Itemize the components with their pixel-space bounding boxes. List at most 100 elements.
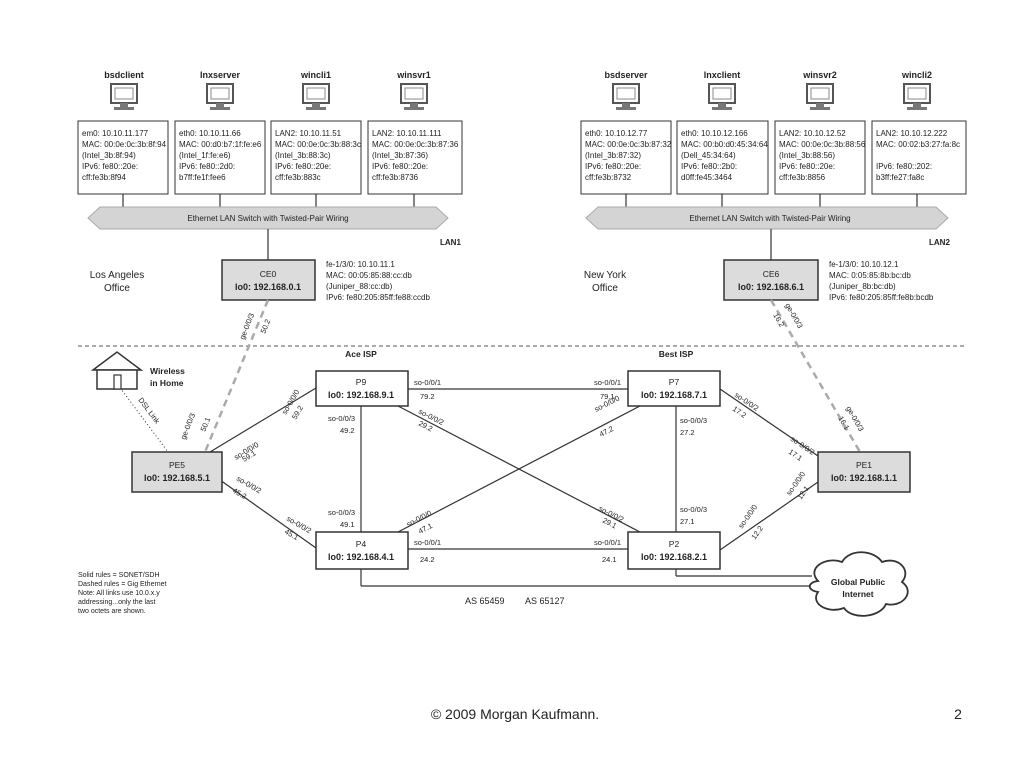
addr-label: 79.2 bbox=[420, 392, 435, 401]
ce-info-line: MAC: 0:05:85:8b:bc:db bbox=[829, 271, 911, 280]
host-line: MAC: 00:02:b3:27:fa:8c bbox=[876, 140, 960, 149]
if-label: so-0/0/3 bbox=[328, 414, 355, 423]
router-name: CE6 bbox=[763, 269, 780, 279]
if-label: so-0/0/3 bbox=[328, 508, 355, 517]
host-winsvr1: winsvr1 LAN2: 10.10.11.111 MAC: 00:0e:0c… bbox=[367, 70, 463, 207]
as-label-left: AS 65459 bbox=[465, 596, 505, 606]
router-loopback: lo0: 192.168.7.1 bbox=[641, 390, 707, 400]
host-wincli2: wincli2 LAN2: 10.10.12.222 MAC: 00:02:b3… bbox=[871, 70, 967, 207]
legend-line: Solid rules = SONET/SDH bbox=[78, 572, 160, 579]
lan-switch-bar bbox=[87, 206, 449, 230]
host-line: cff:fe3b:8856 bbox=[779, 173, 826, 182]
internet-label: Global Public bbox=[831, 577, 886, 587]
as-label-right: AS 65127 bbox=[525, 596, 565, 606]
host-name: wincli1 bbox=[300, 70, 331, 80]
router-name: P2 bbox=[669, 539, 680, 549]
host-line: LAN2: 10.10.12.222 bbox=[876, 129, 948, 138]
host-name: lnxclient bbox=[704, 70, 741, 80]
addr-label: 50.2 bbox=[259, 318, 273, 335]
router-loopback: lo0: 192.168.2.1 bbox=[641, 552, 707, 562]
switch-label: Ethernet LAN Switch with Twisted-Pair Wi… bbox=[187, 214, 348, 223]
dsl-label: DSL Link bbox=[136, 396, 161, 426]
host-line: b3ff:fe27:fa8c bbox=[876, 173, 924, 182]
host-line: IPv6: fe80::20e: bbox=[372, 162, 428, 171]
router-pe5 bbox=[131, 451, 223, 493]
host-line: d0ff:fe45:3464 bbox=[681, 173, 733, 182]
addr-label: 50.1 bbox=[199, 416, 213, 433]
office-label: Office bbox=[104, 283, 130, 294]
host-name: bsdserver bbox=[604, 70, 648, 80]
host-line: cff:fe3b:8732 bbox=[585, 173, 632, 182]
computer-icon bbox=[206, 83, 234, 111]
host-line: IPv6: fe80::20e: bbox=[779, 162, 835, 171]
link-p7-p4 bbox=[397, 405, 641, 533]
router-p4 bbox=[315, 531, 409, 570]
router-name: P7 bbox=[669, 377, 680, 387]
lan-label: LAN2 bbox=[929, 238, 950, 247]
home-label: Wireless bbox=[150, 366, 185, 376]
host-line: eth0: 10.10.12.166 bbox=[681, 129, 748, 138]
lan-label: LAN1 bbox=[440, 238, 461, 247]
router-pe1 bbox=[817, 451, 911, 493]
host-wincli1: wincli1 LAN2: 10.10.11.51 MAC: 00:0e:0c:… bbox=[270, 70, 362, 207]
legend-line: two octets are shown. bbox=[78, 608, 146, 615]
link-pe5-p4 bbox=[219, 479, 317, 549]
computer-icon bbox=[708, 83, 736, 111]
addr-label: 27.2 bbox=[680, 428, 695, 437]
router-p7 bbox=[627, 370, 721, 407]
lan-switch-bar bbox=[585, 206, 949, 230]
host-line: MAC: 00:b0:d0:45:34:64 bbox=[681, 140, 768, 149]
if-label: so-0/0/3 bbox=[680, 416, 707, 425]
switch-label: Ethernet LAN Switch with Twisted-Pair Wi… bbox=[689, 214, 850, 223]
home-group: Wireless in Home DSL Link bbox=[90, 351, 185, 426]
link-labels: ge-0/0/3 50.2 ge-0/0/3 16.2 ge-0/0/3 50.… bbox=[179, 302, 866, 565]
copyright: © 2009 Morgan Kaufmann. bbox=[431, 706, 599, 722]
legend-line: Note: All links use 10.0.x.y bbox=[78, 590, 160, 597]
host-line: LAN2: 10.10.12.52 bbox=[779, 129, 846, 138]
host-line: MAC: 00:0e:0c:3b:87:36 bbox=[372, 140, 459, 149]
addr-label: 45.1 bbox=[283, 527, 300, 542]
computer-icon bbox=[612, 83, 640, 111]
host-line: (Intel_3b:87:36) bbox=[372, 151, 428, 160]
if-label: so-0/0/1 bbox=[594, 378, 621, 387]
router-name: PE1 bbox=[856, 460, 872, 470]
addr-label: 27.1 bbox=[680, 517, 695, 526]
host-line: eth0: 10.10.12.77 bbox=[585, 129, 648, 138]
house-icon bbox=[90, 351, 144, 371]
computer-icon bbox=[400, 83, 428, 111]
addr-label: 12.2 bbox=[749, 524, 765, 541]
host-name: winsvr2 bbox=[802, 70, 837, 80]
link-pe5-p9 bbox=[209, 387, 317, 453]
internet-group: Global Public Internet bbox=[808, 551, 909, 617]
router-ce0 bbox=[221, 259, 316, 301]
host-line: MAC: 00:0e:0c:3b:88:56 bbox=[779, 140, 866, 149]
addr-label: 16.2 bbox=[771, 312, 786, 329]
host-line: (Intel_3b:88:3c) bbox=[275, 151, 331, 160]
host-bsdserver: bsdserver eth0: 10.10.12.77 MAC: 00:0e:0… bbox=[580, 70, 672, 207]
lan1-group: bsdclient em0: 10.10.11.177 MAC: 00:0e:0… bbox=[77, 70, 463, 302]
isp-label-ace: Ace ISP bbox=[345, 349, 377, 359]
computer-icon bbox=[806, 83, 834, 111]
page-number: 2 bbox=[954, 706, 962, 722]
host-name: wincli2 bbox=[901, 70, 932, 80]
host-line: (Intel_3b:88:56) bbox=[779, 151, 835, 160]
computer-icon bbox=[903, 83, 931, 111]
addr-label: 24.1 bbox=[602, 555, 617, 564]
host-line: IPv6: fe80::2b0: bbox=[681, 162, 737, 171]
link-ce6-pe1 bbox=[769, 299, 862, 453]
host-line: (Intel_1f:fe:e6) bbox=[179, 151, 231, 160]
host-line: MAC: 00:0e:0c:3b:88:3c bbox=[275, 140, 361, 149]
host-line: LAN2: 10.10.11.111 bbox=[372, 129, 442, 138]
host-name: bsdclient bbox=[104, 70, 144, 80]
host-line: (Intel_3b:8f:94) bbox=[82, 151, 136, 160]
ce-info-line: fe-1/3/0: 10.10.12.1 bbox=[829, 260, 899, 269]
addr-label: 24.2 bbox=[420, 555, 435, 564]
host-line: MAC: 00:d0:b7:1f:fe:e6 bbox=[179, 140, 262, 149]
router-loopback: lo0: 192.168.4.1 bbox=[328, 552, 394, 562]
host-line: IPv6: fe80::20e: bbox=[82, 162, 138, 171]
addr-label: 49.2 bbox=[340, 426, 355, 435]
host-line: MAC: 00:0e:0c:3b:87:32 bbox=[585, 140, 672, 149]
legend: Solid rules = SONET/SDH Dashed rules = G… bbox=[78, 572, 167, 615]
